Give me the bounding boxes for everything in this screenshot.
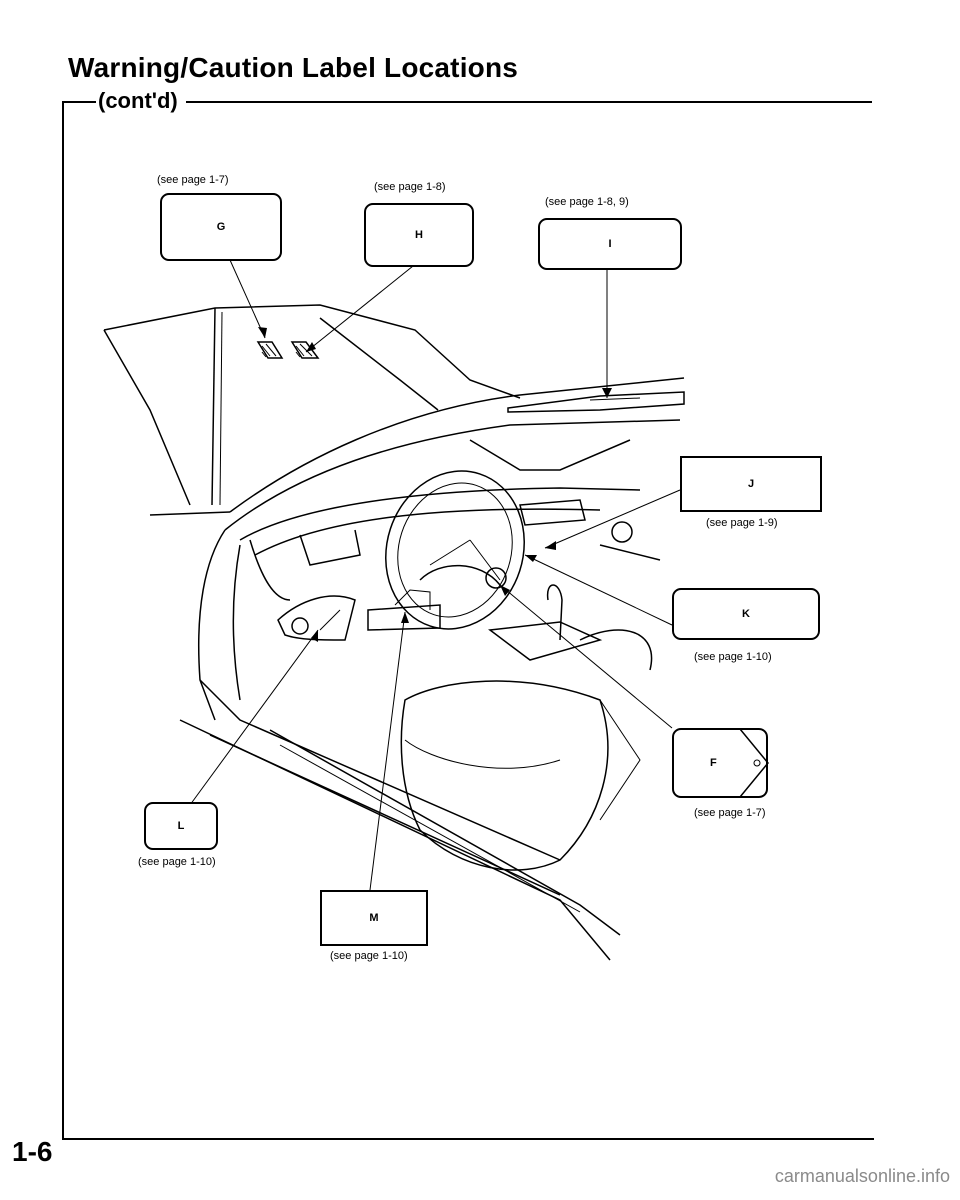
hood-left-edge xyxy=(103,329,191,506)
leader-F xyxy=(499,584,673,729)
windshield-lower xyxy=(224,419,681,531)
leader-K xyxy=(524,554,673,626)
watermark-text: carmanualsonline.info xyxy=(774,1166,950,1186)
label-f-reference: (see page 1-7) xyxy=(694,807,766,819)
label-l-reference: (see page 1-10) xyxy=(138,856,216,868)
label-h-box: H xyxy=(364,203,474,267)
leader-M xyxy=(369,611,406,891)
left-vent xyxy=(299,529,361,566)
dash-top xyxy=(469,439,631,471)
hood-base-line xyxy=(149,511,231,516)
label-g-box: G xyxy=(160,193,282,261)
label-l-box: L xyxy=(144,802,218,850)
steering-wheel-rim xyxy=(385,470,525,630)
hood-outline xyxy=(103,304,521,399)
center-console xyxy=(488,621,603,661)
leader-arrowheads xyxy=(258,327,612,642)
steering-column xyxy=(277,595,356,641)
leader-H xyxy=(305,261,419,353)
dashboard-upper xyxy=(239,487,641,541)
a-pillar-line xyxy=(211,307,216,506)
page-number: 1-6 xyxy=(12,1136,53,1167)
roof-line xyxy=(229,377,685,513)
sun-visor xyxy=(507,391,685,413)
page-subtitle: (cont'd) xyxy=(96,88,186,114)
frame-left-rule xyxy=(62,101,64,1139)
label-m-box: M xyxy=(320,890,428,946)
label-h-reference: (see page 1-8) xyxy=(374,181,446,193)
label-g-reference: (see page 1-7) xyxy=(157,174,229,186)
leader-lines xyxy=(189,259,681,891)
frame-bottom-rule xyxy=(62,1138,874,1140)
dash-knob xyxy=(611,521,633,543)
driver-seat xyxy=(400,680,609,871)
ignition-switch xyxy=(291,617,309,635)
lower-dash-panel xyxy=(367,604,441,631)
leader-G xyxy=(229,259,266,339)
label-m-reference: (see page 1-10) xyxy=(330,950,408,962)
center-vent xyxy=(519,499,586,526)
door-sill-inner xyxy=(269,729,621,936)
leader-J xyxy=(544,489,681,549)
label-j-box: J xyxy=(680,456,822,512)
shift-lever xyxy=(546,584,563,641)
page-title: Warning/Caution Label Locations xyxy=(68,52,519,83)
steering-hub xyxy=(419,564,501,586)
label-i-box: I xyxy=(538,218,682,270)
label-j-reference: (see page 1-9) xyxy=(706,517,778,529)
label-k-reference: (see page 1-10) xyxy=(694,651,772,663)
hood-crease xyxy=(319,317,439,411)
frame-top-rule xyxy=(62,101,872,103)
hood-label-patches xyxy=(256,341,320,359)
label-f-box: F xyxy=(672,728,768,798)
leader-L xyxy=(189,629,319,806)
door-pillar xyxy=(197,529,226,721)
label-k-box: K xyxy=(672,588,820,640)
label-i-reference: (see page 1-8, 9) xyxy=(545,196,629,208)
